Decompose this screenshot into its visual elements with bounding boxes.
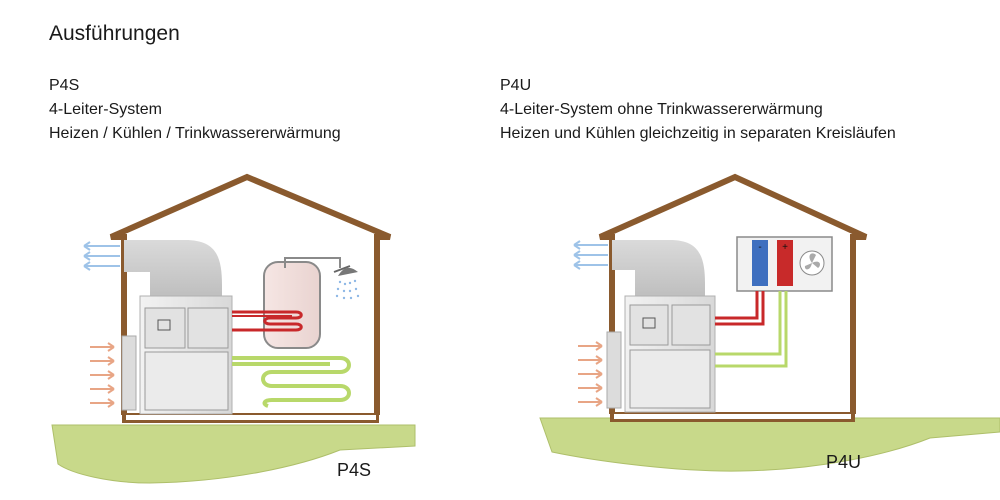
caption-p4s: P4S xyxy=(337,460,372,480)
cooling-pipes-right xyxy=(715,291,788,368)
underfloor-coil-left xyxy=(232,356,351,408)
shower-icon xyxy=(333,265,360,300)
variant-p4u-line1: 4-Leiter-System ohne Trinkwassererwärmun… xyxy=(500,101,823,118)
air-outflow-icon xyxy=(83,241,120,271)
fan-icon xyxy=(799,250,825,276)
heating-pipes-right xyxy=(715,291,765,326)
panel-plus-label: + xyxy=(782,242,788,253)
caption-p4u: P4U xyxy=(826,452,862,472)
house-p4u: - + xyxy=(539,173,1000,472)
panel-minus-label: - xyxy=(758,242,761,253)
ground-left xyxy=(51,424,416,484)
heat-pump-unit-right xyxy=(606,295,716,413)
hot-water-coil xyxy=(232,310,303,332)
house-outline-left xyxy=(109,173,392,415)
house-p4s xyxy=(51,173,416,484)
page-title: Ausführungen xyxy=(49,22,180,45)
variant-p4u-name: P4U xyxy=(500,77,532,94)
house-outline-right xyxy=(598,173,868,414)
variant-p4s-name: P4S xyxy=(49,77,80,94)
variant-p4u-line2: Heizen und Kühlen gleichzeitig in separa… xyxy=(500,125,896,142)
variant-p4s-description: P4S 4-Leiter-System Heizen / Kühlen / Tr… xyxy=(49,74,341,146)
hot-water-tank xyxy=(263,257,341,349)
air-inflow-icon xyxy=(90,342,115,408)
variant-p4s-line1: 4-Leiter-System xyxy=(49,101,162,118)
variant-p4s-line2: Heizen / Kühlen / Trinkwassererwärmung xyxy=(49,125,341,142)
variant-p4u-description: P4U 4-Leiter-System ohne Trinkwassererwä… xyxy=(500,74,896,146)
air-duct-right xyxy=(612,240,705,300)
air-inflow-icon xyxy=(578,341,603,407)
fan-coil-panel: - + xyxy=(736,236,833,292)
air-duct-left xyxy=(124,240,222,300)
heat-pump-unit-left xyxy=(121,295,233,415)
air-outflow-icon xyxy=(573,240,608,270)
ground-right xyxy=(539,417,1000,472)
